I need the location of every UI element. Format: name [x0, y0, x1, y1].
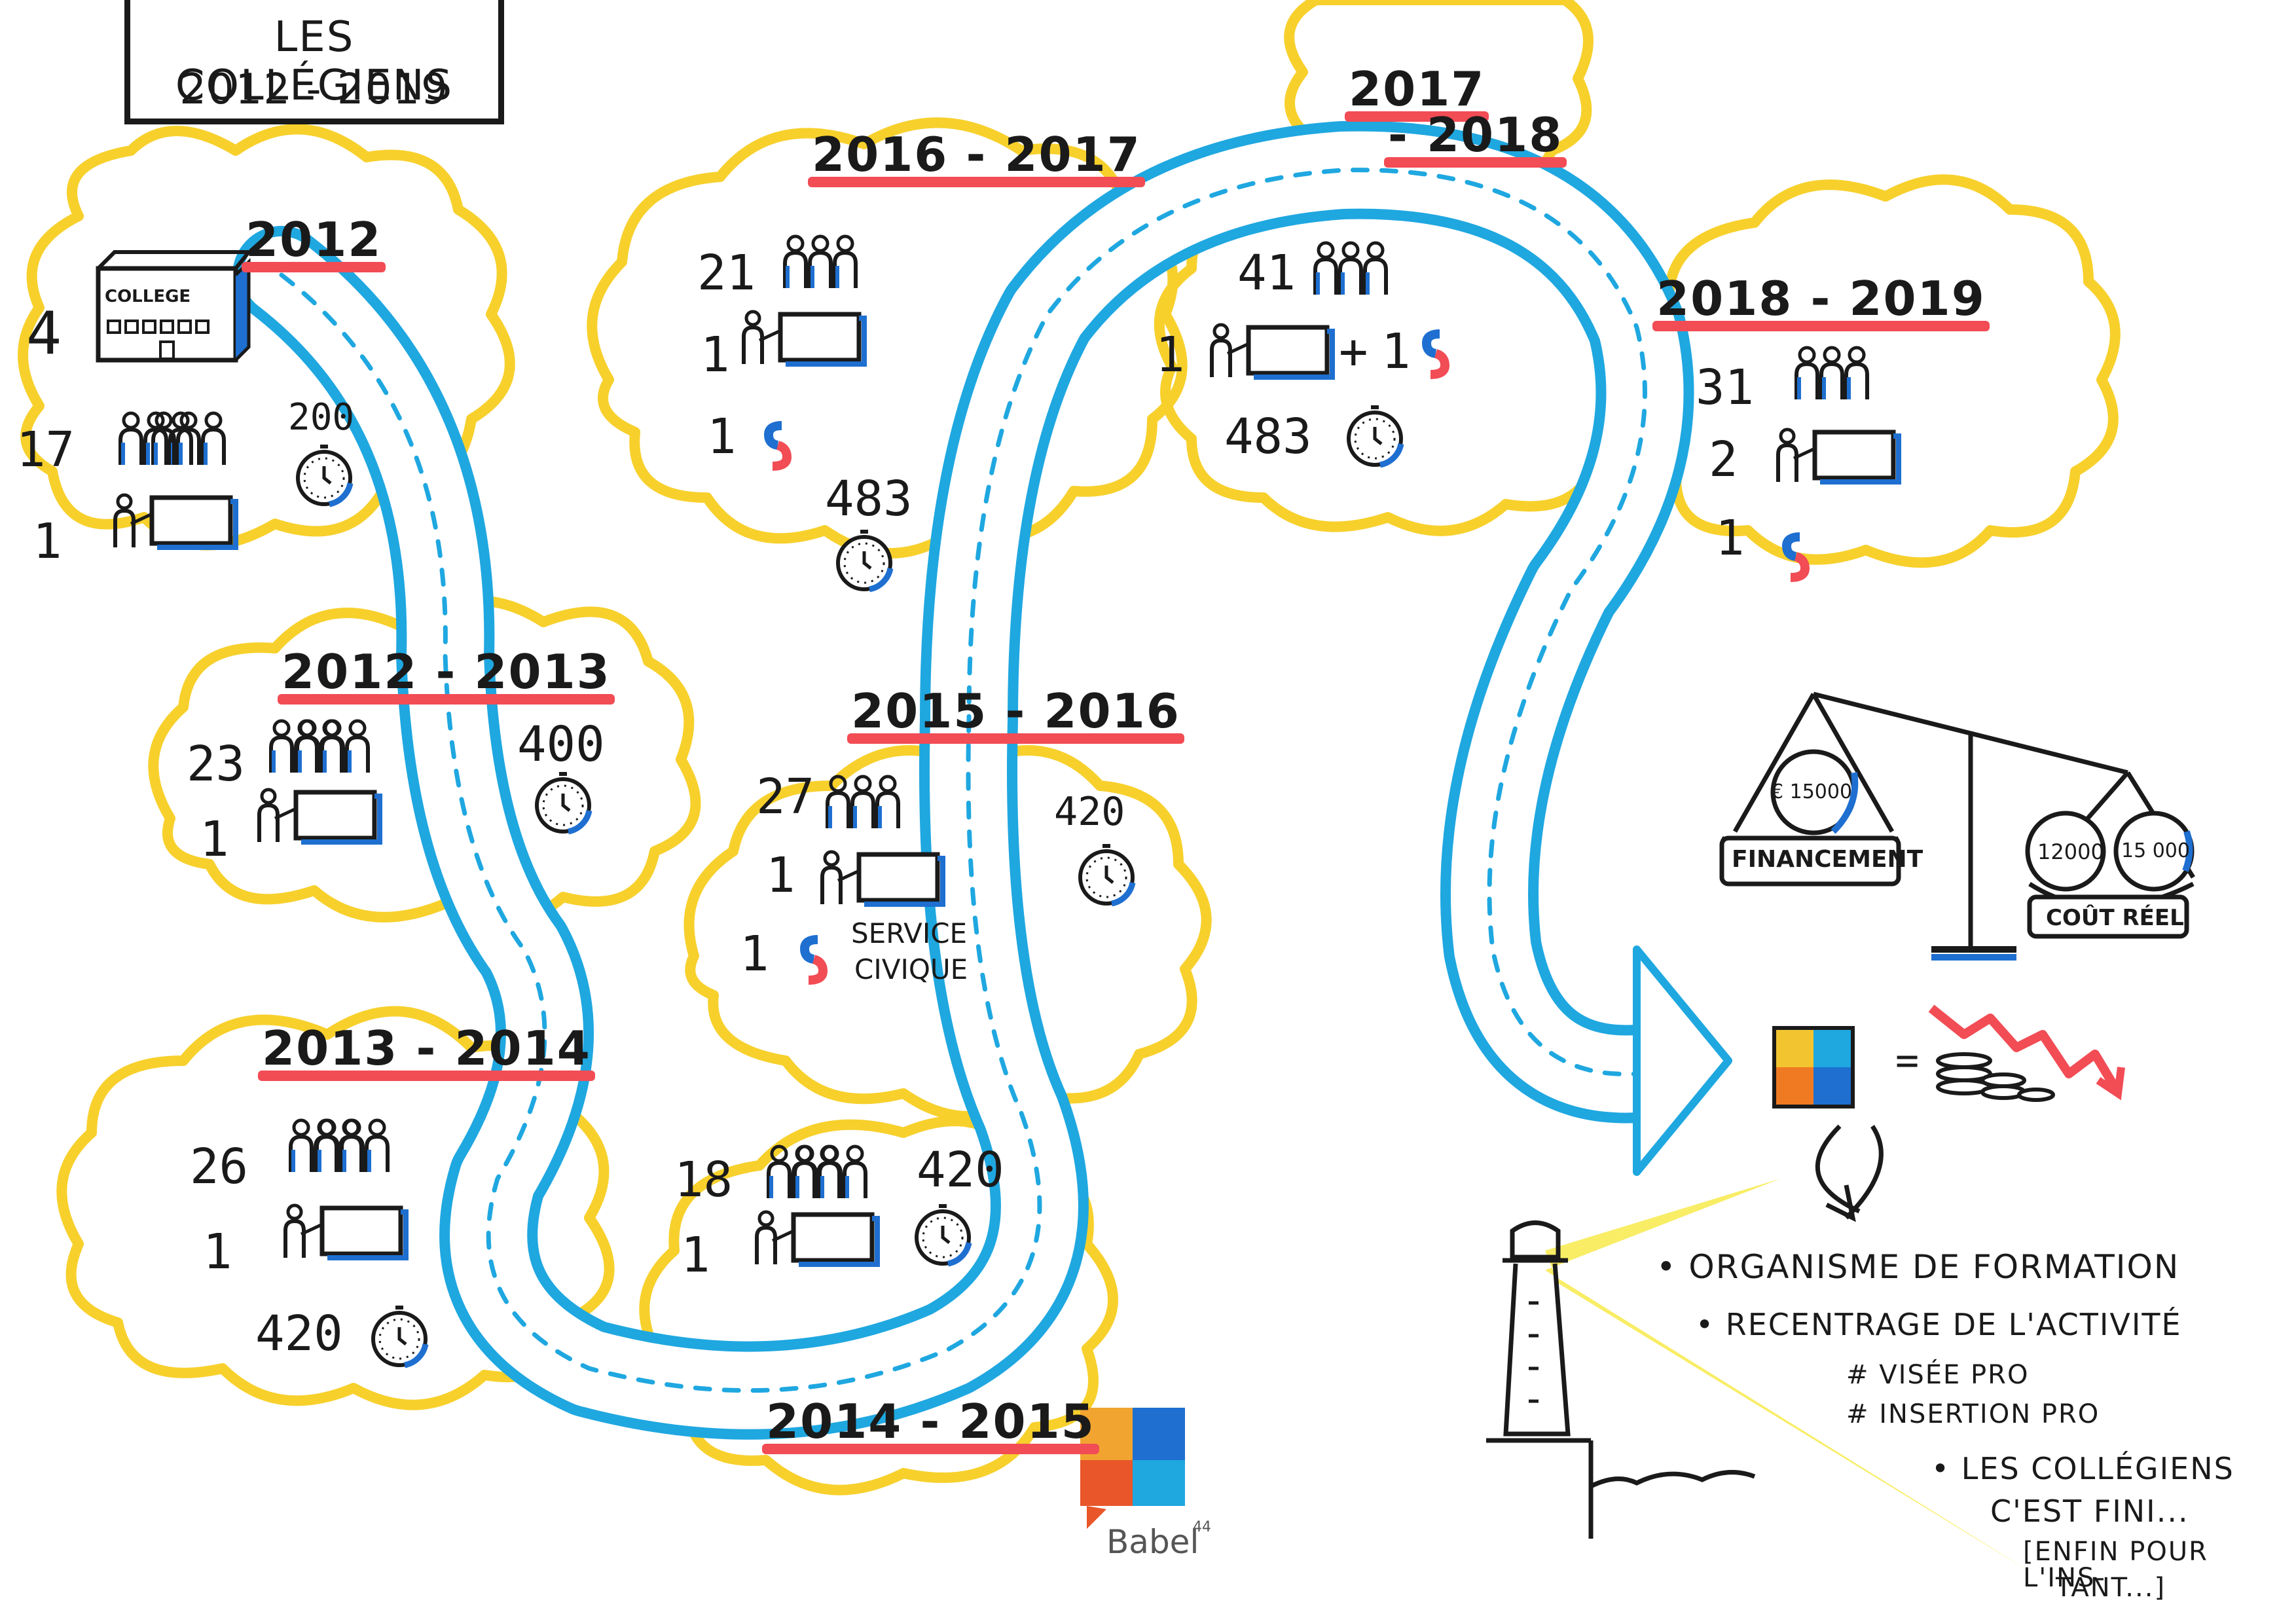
title-line-2: 2012 - 2019 [179, 65, 449, 114]
note-enfin-pour: [ENFIN POUR L'INS- [2023, 1537, 2208, 1593]
civic-label-1: SERVICE [851, 917, 968, 949]
equals-sign: = [1895, 1038, 1920, 1084]
note-collegiens: LES COLLÉGIENS [1931, 1454, 2234, 1484]
hours-2014-2015: 420 [917, 1142, 1004, 1198]
civic-2016-2017: 1 [707, 409, 737, 465]
teachers-2014-2015: 1 [681, 1227, 710, 1283]
logo-sup: 44 [1193, 1519, 1211, 1535]
students-2017-2018: 41 [1237, 245, 1296, 301]
note-refocus: RECENTRAGE DE L'ACTIVITÉ [1696, 1310, 2182, 1340]
teachers-2012: 1 [33, 513, 62, 570]
students-2016-2017: 21 [697, 245, 756, 301]
civic-2018-2019: 1 [1715, 510, 1745, 566]
note-visee-pro: # VISÉE PRO [1846, 1360, 2030, 1390]
hours-2012-2013: 400 [517, 716, 605, 773]
students-2014-2015: 18 [674, 1152, 733, 1208]
left-bag-amount: € 15000 [1771, 780, 1853, 803]
college-sign: COLLEGE [105, 287, 191, 306]
teachers-2013-2014: 1 [203, 1224, 232, 1280]
students-2015-2016: 27 [756, 769, 815, 825]
right-bag-2: 15 000 [2121, 839, 2190, 862]
hours-2015-2016: 420 [1054, 789, 1125, 835]
year-2012-2013: 2012 - 2013 [278, 644, 615, 705]
year-2013-2014: 2013 - 2014 [258, 1021, 595, 1081]
note-insertion-pro: # INSERTION PRO [1846, 1399, 2100, 1429]
year-2014-2015: 2014 - 2015 [762, 1394, 1099, 1454]
title-line-1: LES COLLÉGIENS [175, 13, 454, 110]
funding-label: FINANCEMENT [1732, 846, 1923, 873]
year-2018: - 2018 [1383, 107, 1567, 168]
note-cest-fini: C'EST FINI... [1990, 1493, 2189, 1529]
year-2015-2016: 2015 - 2016 [847, 684, 1184, 744]
teachers-2017-2018: 1 [1156, 327, 1185, 383]
plus-sign: + [1339, 323, 1368, 380]
teachers-2016-2017: 1 [701, 327, 730, 383]
teachers-2015-2016: 1 [766, 847, 795, 904]
students-2012-2013: 23 [187, 736, 246, 792]
note-training-organisation: ORGANISME DE FORMATION [1656, 1251, 2179, 1283]
students-2013-2014: 26 [190, 1139, 249, 1195]
real-cost-label: COÛT RÉEL [2046, 905, 2184, 931]
logo-text: Babel [1106, 1523, 1199, 1561]
hours-2017-2018: 483 [1224, 409, 1312, 465]
title-box: LES COLLÉGIENS 2012 - 2019 [124, 0, 504, 124]
right-bag-1: 12000 [2037, 839, 2104, 864]
year-2012: 2012 [241, 212, 386, 272]
civic-2015-2016: 1 [740, 926, 769, 982]
teachers-2018-2019: 2 [1709, 431, 1738, 488]
note-tant: TANT...] [2056, 1573, 2166, 1603]
hours-2013-2014: 420 [255, 1306, 343, 1362]
civic-label-2: CIVIQUE [854, 953, 968, 985]
civic-2017-2018: 1 [1381, 323, 1411, 380]
hours-2012: 200 [288, 396, 355, 439]
year-2016-2017: 2016 - 2017 [808, 127, 1145, 187]
students-2018-2019: 31 [1696, 359, 1755, 416]
college-count: 4 [26, 299, 62, 368]
teachers-2012-2013: 1 [200, 811, 229, 868]
hours-2016-2017: 483 [825, 471, 913, 527]
year-2017: 2017 [1344, 62, 1489, 122]
year-2018-2019: 2018 - 2019 [1652, 271, 1990, 331]
students-2012: 17 [16, 422, 75, 478]
